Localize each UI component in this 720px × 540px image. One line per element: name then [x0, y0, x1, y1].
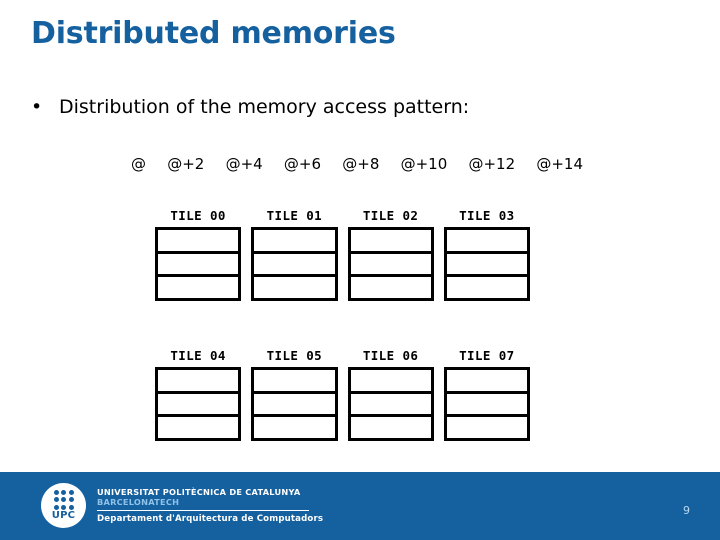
address-label: @+2 [167, 155, 205, 173]
upc-dot-grid [53, 489, 74, 510]
tile-block: TILE 05 [251, 345, 338, 441]
footer-logo-block: UPC UNIVERSITAT POLITÈCNICA DE CATALUNYA… [41, 483, 323, 528]
tile-cell [158, 230, 239, 251]
tile-block: TILE 02 [347, 205, 434, 301]
tile-cell [158, 414, 239, 439]
tile-cell [350, 250, 431, 275]
upc-dot [68, 504, 74, 510]
footer-band: UPC UNIVERSITAT POLITÈCNICA DE CATALUNYA… [0, 472, 720, 540]
tile-memory-box [443, 367, 530, 441]
page-title: Distributed memories [31, 16, 396, 51]
address-label: @+8 [342, 155, 380, 173]
tile-cell [254, 230, 335, 251]
tile-label: TILE 01 [266, 208, 323, 223]
upc-dot [61, 504, 66, 510]
address-label: @+4 [225, 155, 263, 173]
address-label-row: @ @+2 @+4 @+6 @+8 @+10 @+12 @+14 [131, 155, 583, 173]
footer-text-block: UNIVERSITAT POLITÈCNICA DE CATALUNYA BAR… [97, 487, 323, 525]
address-label: @ [131, 155, 146, 173]
upc-dot [53, 489, 59, 495]
upc-logo-icon: UPC [41, 483, 86, 528]
tile-block: TILE 00 [155, 205, 242, 301]
bullet-text: Distribution of the memory access patter… [59, 96, 470, 118]
tile-cell [158, 390, 239, 415]
tile-memory-box [155, 367, 242, 441]
tile-label: TILE 04 [170, 348, 226, 363]
tile-label: TILE 05 [266, 348, 323, 363]
tile-label: TILE 00 [170, 208, 226, 223]
bullet-line: • Distribution of the memory access patt… [31, 96, 469, 118]
tile-block: TILE 01 [251, 205, 338, 301]
footer-department-name: Departament d'Arquitectura de Computador… [97, 513, 324, 524]
tile-cell [158, 274, 239, 299]
tile-memory-box [347, 367, 434, 441]
tile-cell [350, 230, 431, 251]
upc-wordmark: UPC [51, 510, 76, 522]
tile-cell [158, 250, 239, 275]
tile-cell [158, 370, 239, 391]
tile-memory-box [155, 227, 242, 301]
tile-cell [446, 370, 527, 391]
upc-dot [61, 489, 66, 495]
tile-cell [446, 274, 527, 299]
address-label: @+10 [400, 155, 448, 173]
tile-row-top: TILE 00 TILE 01 TILE 02 TILE [155, 205, 530, 301]
tile-label: TILE 02 [362, 208, 419, 223]
tile-cell [350, 414, 431, 439]
upc-dot [68, 497, 74, 503]
tile-cell [446, 414, 527, 439]
tile-block: TILE 04 [155, 345, 242, 441]
tile-cell [254, 250, 335, 275]
tile-cell [350, 274, 431, 299]
tile-memory-box [347, 227, 434, 301]
upc-dot [61, 497, 66, 503]
upc-dot [68, 489, 74, 495]
tile-memory-box [251, 227, 338, 301]
tile-block: TILE 06 [347, 345, 434, 441]
tile-cell [446, 230, 527, 251]
tile-cell [446, 250, 527, 275]
tile-block: TILE 07 [443, 345, 530, 441]
address-label: @+14 [536, 155, 583, 173]
tile-row-bottom: TILE 04 TILE 05 TILE 06 TILE [155, 345, 530, 441]
page-number: 9 [683, 504, 690, 517]
tile-block: TILE 03 [443, 205, 530, 301]
tile-cell [254, 414, 335, 439]
tile-cell [350, 370, 431, 391]
tile-memory-box [251, 367, 338, 441]
address-label: @+12 [468, 155, 516, 173]
tile-memory-box [443, 227, 530, 301]
footer-divider [97, 509, 309, 511]
tile-label: TILE 07 [459, 348, 515, 363]
tile-cell [254, 274, 335, 299]
tile-cell [254, 390, 335, 415]
tile-label: TILE 06 [362, 348, 419, 363]
tile-cell [350, 390, 431, 415]
tile-cell [254, 370, 335, 391]
upc-dot [53, 504, 59, 510]
tile-label: TILE 03 [459, 208, 515, 223]
upc-dot [53, 497, 59, 503]
bullet-marker-icon: • [31, 96, 43, 118]
footer-university-name: UNIVERSITAT POLITÈCNICA DE CATALUNYA [97, 486, 301, 497]
address-label: @+6 [283, 155, 322, 173]
tile-cell [446, 390, 527, 415]
footer-brand-name: BARCELONATECH [97, 496, 180, 507]
